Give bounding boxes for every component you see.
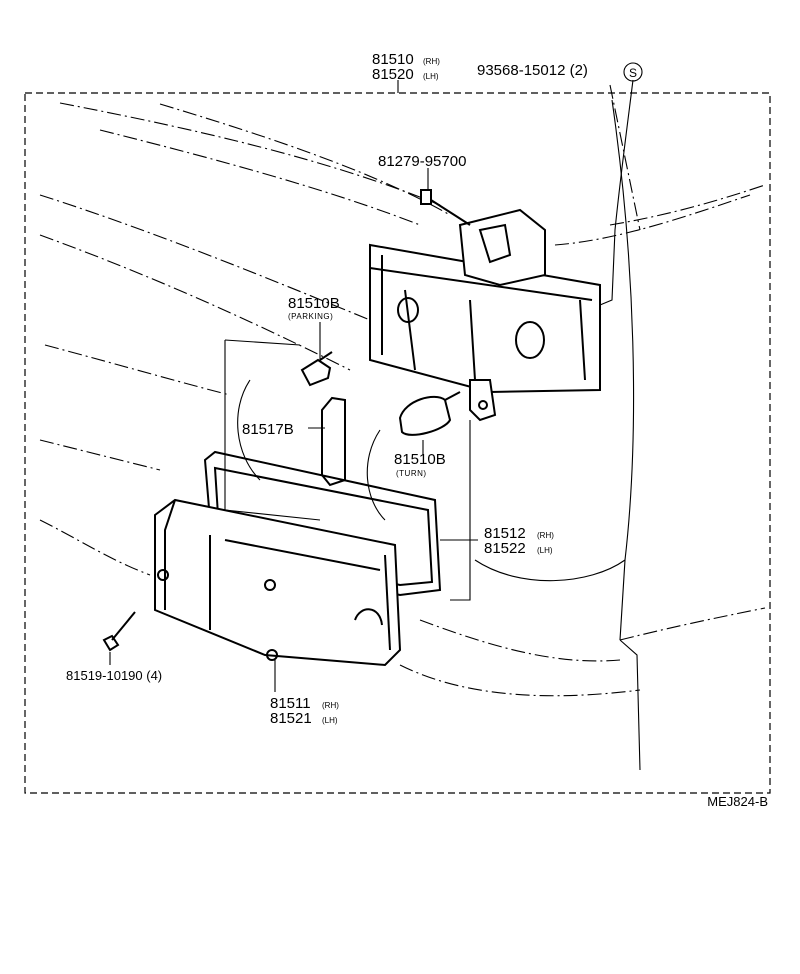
label-lens-lh-suffix: (LH)	[322, 716, 338, 725]
label-turn-note: (TURN)	[396, 469, 427, 478]
label-parking-bulb: 81510B	[288, 295, 340, 312]
s-mark-letter: S	[629, 66, 637, 80]
label-gasket-rh: 81512	[484, 525, 526, 542]
diagram-code: MEJ824-B	[707, 794, 768, 809]
label-assembly-rh-suffix: (RH)	[423, 57, 440, 66]
vehicle-body-phantom	[39, 84, 766, 771]
label-washer: 93568-15012 (2)	[477, 62, 588, 79]
label-lens-rh: 81511	[270, 695, 311, 712]
leader-lines	[109, 79, 634, 692]
parking-bulb	[300, 351, 333, 387]
label-bulb-cover: 81517B	[242, 421, 294, 438]
label-gasket-rh-suffix: (RH)	[537, 531, 554, 540]
label-assembly-lh-suffix: (LH)	[423, 72, 439, 81]
label-assembly-rh: 81510	[372, 51, 414, 68]
lens	[154, 498, 402, 667]
label-assembly-lh: 81520	[372, 66, 414, 83]
turn-bulb	[398, 391, 461, 436]
label-turn-bulb: 81510B	[394, 451, 446, 468]
assembly-boundary	[24, 92, 771, 794]
callout-gasket: 81512 (RH) 81522 (LH)	[484, 525, 554, 557]
lamp-housing	[369, 208, 601, 422]
label-lens-rh-suffix: (RH)	[322, 701, 339, 710]
label-parking-note: (PARKING)	[288, 312, 333, 321]
lens-screw	[102, 611, 136, 652]
callout-lens: 81511 (RH) 81521 (LH)	[270, 695, 339, 727]
label-gasket-lh: 81522	[484, 540, 526, 557]
label-lens-lh: 81521	[270, 710, 312, 727]
label-gasket-lh-suffix: (LH)	[537, 546, 553, 555]
s-mark: S	[623, 62, 643, 82]
label-socket-screw: 81279-95700	[378, 153, 466, 170]
bulb-cover	[321, 396, 346, 487]
label-lens-screw: 81519-10190 (4)	[66, 668, 162, 683]
callout-assembly: 81510 (RH) 81520 (LH)	[372, 51, 440, 83]
socket-screw	[420, 189, 471, 226]
